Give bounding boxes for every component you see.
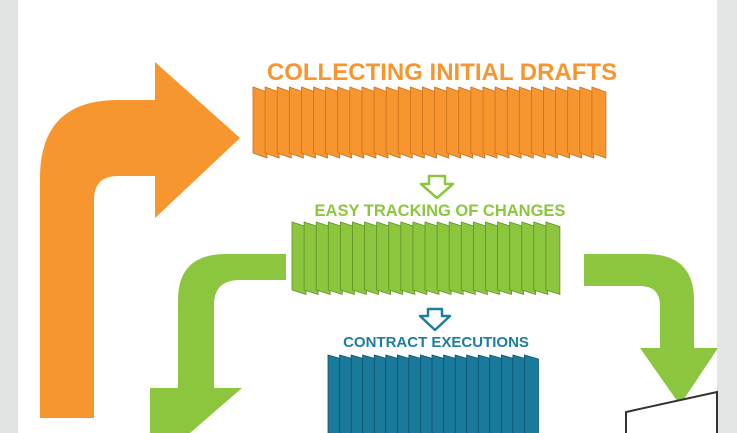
- document-sheet: [466, 354, 482, 433]
- green-right-down-arrow: [584, 254, 718, 405]
- document-sheet: [327, 221, 343, 296]
- document-sheet: [397, 86, 413, 159]
- document-sheet: [352, 221, 367, 296]
- document-sheet: [460, 221, 476, 296]
- document-sheet: [313, 86, 328, 159]
- document-sheet: [436, 221, 452, 296]
- document-sheet: [388, 221, 404, 296]
- document-sheet: [494, 86, 510, 159]
- document-sheet: [472, 221, 488, 296]
- document-sheet: [497, 221, 512, 296]
- stage-label-collecting: COLLECTING INITIAL DRAFTS: [267, 59, 617, 86]
- document-sheet: [518, 86, 534, 159]
- document-sheet: [524, 354, 539, 433]
- document-sheet: [373, 86, 389, 159]
- document-sheet: [530, 86, 546, 159]
- document-sheet: [454, 354, 470, 433]
- document-sheet: [339, 221, 355, 296]
- right-sidebar-strip: [717, 0, 737, 433]
- hollow-down-arrow-green: [419, 174, 455, 200]
- hollow-down-arrow-blue: [418, 307, 452, 332]
- document-sheet: [434, 86, 449, 159]
- document-sheet: [337, 86, 353, 159]
- document-sheet: [422, 86, 437, 159]
- document-sheet: [477, 354, 493, 433]
- orange-loop-arrow: [40, 62, 240, 418]
- document-sheet: [361, 86, 377, 159]
- document-sheet: [591, 86, 607, 159]
- document-sheet: [301, 86, 316, 159]
- document-sheet: [431, 354, 447, 433]
- document-sheet: [446, 86, 462, 159]
- stage-label-tracking: EASY TRACKING OF CHANGES: [315, 202, 566, 220]
- document-sheet: [327, 354, 343, 433]
- document-sheet: [291, 221, 307, 296]
- document-sheet: [373, 354, 389, 433]
- document-sheet: [509, 221, 525, 296]
- document-sheet: [424, 221, 440, 296]
- document-sheet: [506, 86, 522, 159]
- document-sheet: [350, 354, 366, 433]
- document-sheet: [555, 86, 570, 159]
- document-sheet: [512, 354, 528, 433]
- document-sheet: [420, 354, 435, 433]
- document-sheet: [533, 221, 549, 296]
- document-sheet: [443, 354, 458, 433]
- document-sheet: [385, 86, 401, 159]
- document-sheet: [470, 86, 486, 159]
- stage-label-executions: CONTRACT EXECUTIONS: [343, 334, 529, 351]
- document-sheet: [252, 86, 268, 159]
- document-sheet: [543, 86, 558, 159]
- partial-document-shape: [625, 390, 718, 433]
- document-sheet: [303, 221, 319, 296]
- document-sheet: [409, 86, 425, 159]
- document-sheet: [485, 221, 500, 296]
- document-sheet: [412, 221, 428, 296]
- document-sheet: [545, 221, 561, 296]
- contract-executions-stack: [327, 354, 539, 433]
- document-sheet: [325, 86, 341, 159]
- collecting-drafts-stack: [252, 86, 607, 159]
- document-sheet: [482, 86, 498, 159]
- document-sheet: [500, 354, 516, 433]
- document-sheet: [264, 86, 280, 159]
- document-sheet: [349, 86, 365, 159]
- document-sheet: [364, 221, 379, 296]
- document-sheet: [315, 221, 331, 296]
- document-sheet: [396, 354, 412, 433]
- document-sheet: [521, 221, 537, 296]
- document-sheet: [579, 86, 595, 159]
- document-sheet: [458, 86, 474, 159]
- left-sidebar-strip: [0, 0, 18, 433]
- document-sheet: [408, 354, 424, 433]
- document-sheet: [385, 354, 401, 433]
- document-sheet: [376, 221, 392, 296]
- tracking-changes-stack: [291, 221, 561, 296]
- document-sheet: [276, 86, 292, 159]
- document-sheet: [362, 354, 378, 433]
- document-sheet: [339, 354, 354, 433]
- document-sheet: [400, 221, 416, 296]
- document-sheet: [489, 354, 505, 433]
- green-left-down-arrow: [150, 254, 286, 433]
- document-sheet: [567, 86, 583, 159]
- document-sheet: [448, 221, 464, 296]
- document-sheet: [288, 86, 304, 159]
